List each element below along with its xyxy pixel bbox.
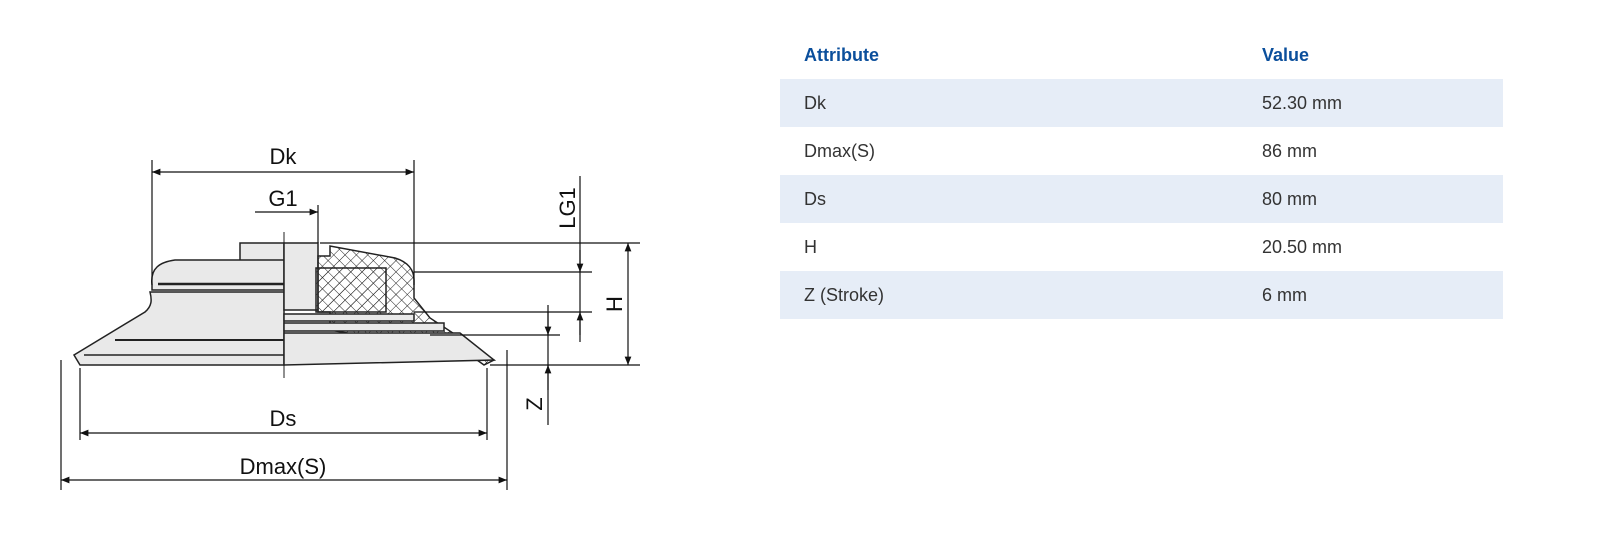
cell-value: 20.50 mm: [1262, 236, 1343, 257]
dim-label-g1: G1: [268, 186, 297, 211]
cell-value: 86 mm: [1262, 140, 1318, 161]
dim-label-dmax: Dmax(S): [240, 454, 327, 479]
dim-label-ds: Ds: [270, 406, 297, 431]
cell-value: 52.30 mm: [1238, 79, 1503, 127]
cell-value: 80 mm: [1238, 175, 1503, 223]
dim-label-z: Z: [522, 397, 547, 410]
table-header-row: Attribute Value: [780, 32, 1503, 79]
dimension-lines: [60, 160, 640, 490]
cell-attribute: Ds: [780, 175, 1238, 223]
header-value: Value: [1262, 45, 1310, 65]
table-row: H 20.50 mm: [780, 223, 1503, 271]
cup-section: [283, 242, 497, 366]
header-attribute: Attribute: [804, 45, 879, 65]
dim-label-h: H: [602, 296, 627, 312]
cell-attribute: Z (Stroke): [780, 271, 1238, 319]
dim-label-lg1: LG1: [555, 187, 580, 229]
table-row: Z (Stroke) 6 mm: [780, 271, 1503, 319]
dim-label-dk: Dk: [270, 144, 298, 169]
cell-attribute: H: [804, 236, 817, 257]
cell-attribute: Dk: [780, 79, 1238, 127]
table-row: Dk 52.30 mm: [780, 79, 1503, 127]
attribute-table: Attribute Value Dk 52.30 mm Dmax(S) 86 m…: [780, 32, 1503, 319]
cup-body: [72, 242, 285, 366]
table-row: Ds 80 mm: [780, 175, 1503, 223]
cell-attribute: Dmax(S): [804, 140, 875, 161]
suction-cup-technical-drawing: Dk G1 LG1 H Z Ds Dmax(S): [60, 144, 640, 490]
cell-value: 6 mm: [1238, 271, 1503, 319]
table-row: Dmax(S) 86 mm: [780, 127, 1503, 175]
